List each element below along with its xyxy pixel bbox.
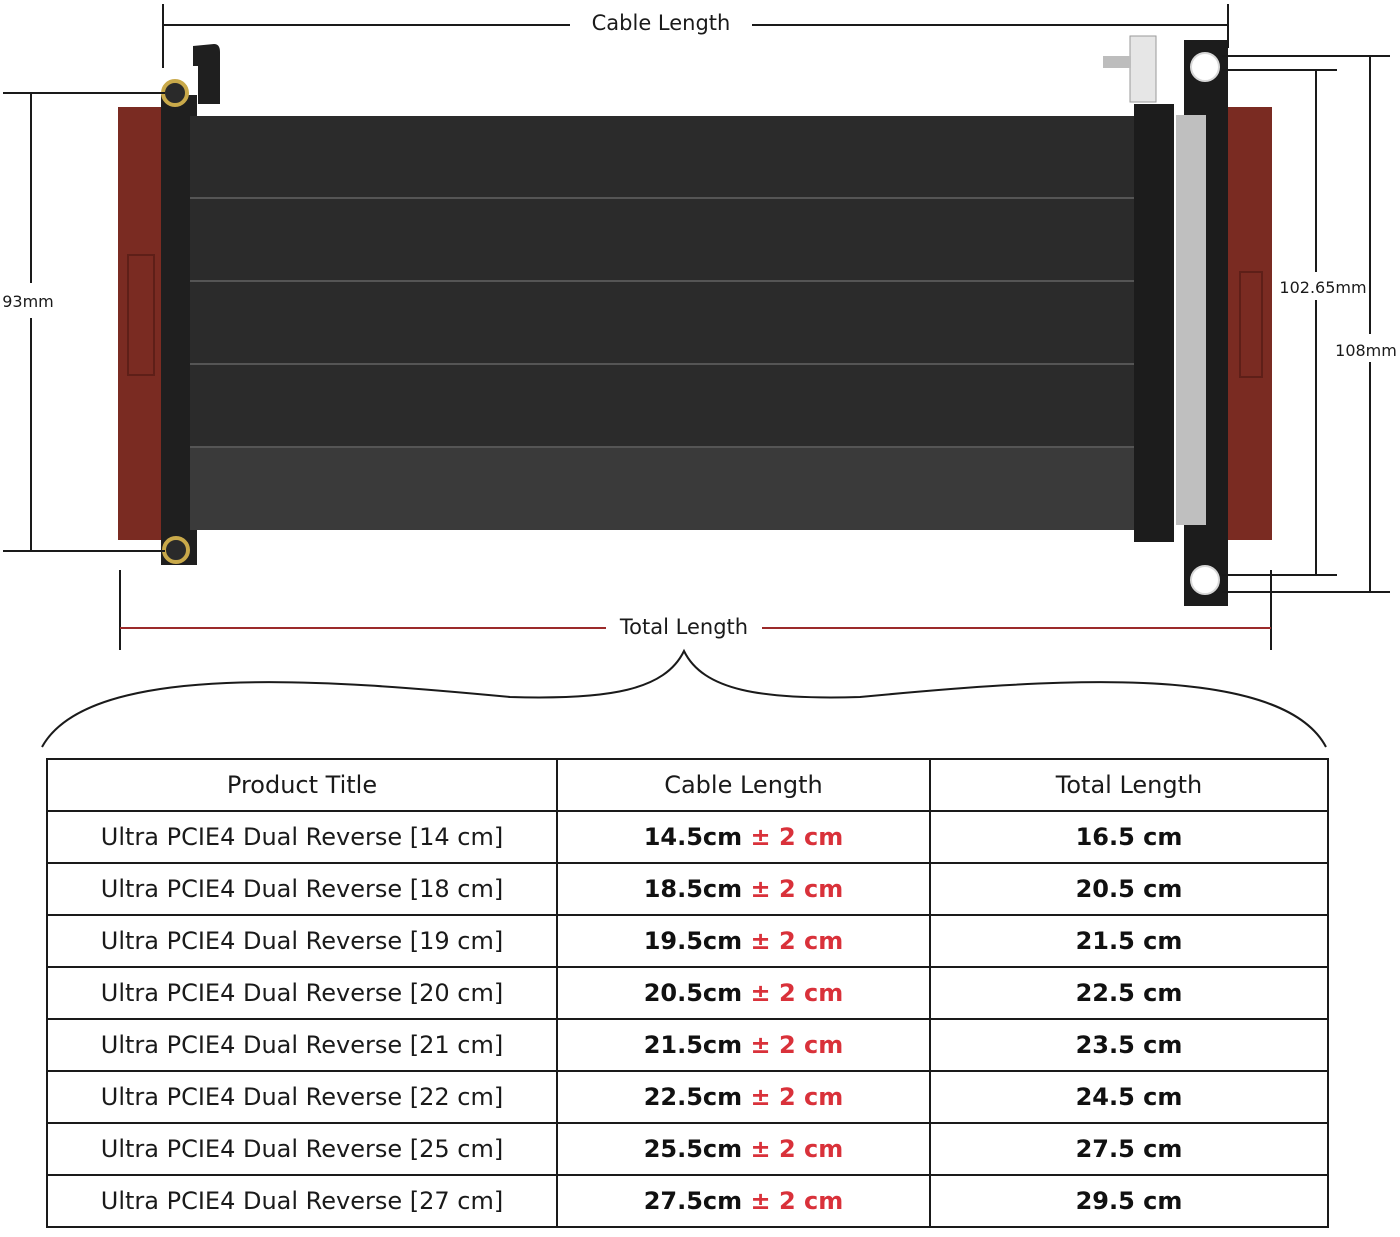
total-length-cell: 29.5 cm	[929, 1174, 1329, 1228]
tolerance: ± 2 cm	[750, 1187, 844, 1215]
total-length-cell: 16.5 cm	[929, 810, 1329, 864]
cable-length-cell: 25.5cm ± 2 cm	[556, 1122, 931, 1176]
tolerance: ± 2 cm	[750, 927, 844, 955]
cable-length-cell: 18.5cm ± 2 cm	[556, 862, 931, 916]
tolerance: ± 2 cm	[750, 1031, 844, 1059]
cable-length-value: 21.5cm	[643, 1031, 743, 1059]
tolerance: ± 2 cm	[750, 979, 844, 1007]
tolerance: ± 2 cm	[750, 823, 844, 851]
cable-length-value: 25.5cm	[643, 1135, 743, 1163]
right-bottom-screw	[1190, 565, 1220, 595]
cable-length-cell: 14.5cm ± 2 cm	[556, 810, 931, 864]
cable-length-cell: 27.5cm ± 2 cm	[556, 1174, 931, 1228]
cable-length-value: 14.5cm	[643, 823, 743, 851]
total-length-cell: 24.5 cm	[929, 1070, 1329, 1124]
cable-length-label: Cable Length	[592, 11, 731, 35]
total-length-cell: 20.5 cm	[929, 862, 1329, 916]
left-bottom-screw	[162, 536, 190, 564]
header-product-title: Product Title	[46, 758, 558, 812]
ribbon-cable	[190, 116, 1140, 530]
tolerance: ± 2 cm	[750, 875, 844, 903]
height-108mm-dimension: 108mm	[1222, 55, 1397, 593]
product-title-cell: Ultra PCIE4 Dual Reverse [19 cm]	[46, 914, 558, 968]
product-title-cell: Ultra PCIE4 Dual Reverse [22 cm]	[46, 1070, 558, 1124]
cable-length-value: 20.5cm	[643, 979, 743, 1007]
table-row: Ultra PCIE4 Dual Reverse [18 cm] 18.5cm …	[46, 862, 1329, 916]
right-top-screw	[1190, 52, 1220, 82]
right-pcb	[1103, 35, 1272, 606]
cable-length-dimension: Cable Length	[162, 4, 1229, 68]
tolerance: ± 2 cm	[750, 1135, 844, 1163]
total-length-label: Total Length	[619, 615, 748, 639]
total-length-cell: 22.5 cm	[929, 966, 1329, 1020]
cable-length-value: 22.5cm	[643, 1083, 743, 1111]
total-length-cell: 21.5 cm	[929, 914, 1329, 968]
cable-dimension-diagram: Cable Length 93mm	[2, 4, 1397, 748]
product-title-cell: Ultra PCIE4 Dual Reverse [25 cm]	[46, 1122, 558, 1176]
dim-108mm-label: 108mm	[1335, 341, 1397, 360]
header-total-length: Total Length	[929, 758, 1329, 812]
cable-length-cell: 21.5cm ± 2 cm	[556, 1018, 931, 1072]
table-row: Ultra PCIE4 Dual Reverse [22 cm] 22.5cm …	[46, 1070, 1329, 1124]
dim-93mm-label: 93mm	[2, 292, 54, 311]
dim-102-65mm-label: 102.65mm	[1279, 278, 1366, 297]
cable-length-value: 27.5cm	[643, 1187, 743, 1215]
product-title-cell: Ultra PCIE4 Dual Reverse [18 cm]	[46, 862, 558, 916]
curly-brace	[41, 648, 1327, 748]
table-row: Ultra PCIE4 Dual Reverse [25 cm] 25.5cm …	[46, 1122, 1329, 1176]
cable-length-value: 19.5cm	[643, 927, 743, 955]
table-row: Ultra PCIE4 Dual Reverse [27 cm] 27.5cm …	[46, 1174, 1329, 1228]
header-cable-length: Cable Length	[556, 758, 931, 812]
table-header-row: Product Title Cable Length Total Length	[46, 758, 1329, 812]
product-title-cell: Ultra PCIE4 Dual Reverse [27 cm]	[46, 1174, 558, 1228]
cable-length-cell: 20.5cm ± 2 cm	[556, 966, 931, 1020]
total-length-cell: 23.5 cm	[929, 1018, 1329, 1072]
table-row: Ultra PCIE4 Dual Reverse [20 cm] 20.5cm …	[46, 966, 1329, 1020]
total-length-dimension: Total Length	[119, 570, 1272, 650]
product-title-cell: Ultra PCIE4 Dual Reverse [21 cm]	[46, 1018, 558, 1072]
cable-length-cell: 22.5cm ± 2 cm	[556, 1070, 931, 1124]
cable-length-cell: 19.5cm ± 2 cm	[556, 914, 931, 968]
table-row: Ultra PCIE4 Dual Reverse [19 cm] 19.5cm …	[46, 914, 1329, 968]
table-row: Ultra PCIE4 Dual Reverse [14 cm] 14.5cm …	[46, 810, 1329, 864]
product-title-cell: Ultra PCIE4 Dual Reverse [20 cm]	[46, 966, 558, 1020]
total-length-cell: 27.5 cm	[929, 1122, 1329, 1176]
left-top-screw	[161, 79, 189, 107]
spec-table: Product Title Cable Length Total Length …	[46, 758, 1329, 1228]
cable-length-value: 18.5cm	[643, 875, 743, 903]
table-row: Ultra PCIE4 Dual Reverse [21 cm] 21.5cm …	[46, 1018, 1329, 1072]
height-102-65mm-dimension: 102.65mm	[1222, 69, 1367, 576]
product-title-cell: Ultra PCIE4 Dual Reverse [14 cm]	[46, 810, 558, 864]
height-93mm-dimension: 93mm	[2, 92, 165, 552]
tolerance: ± 2 cm	[750, 1083, 844, 1111]
